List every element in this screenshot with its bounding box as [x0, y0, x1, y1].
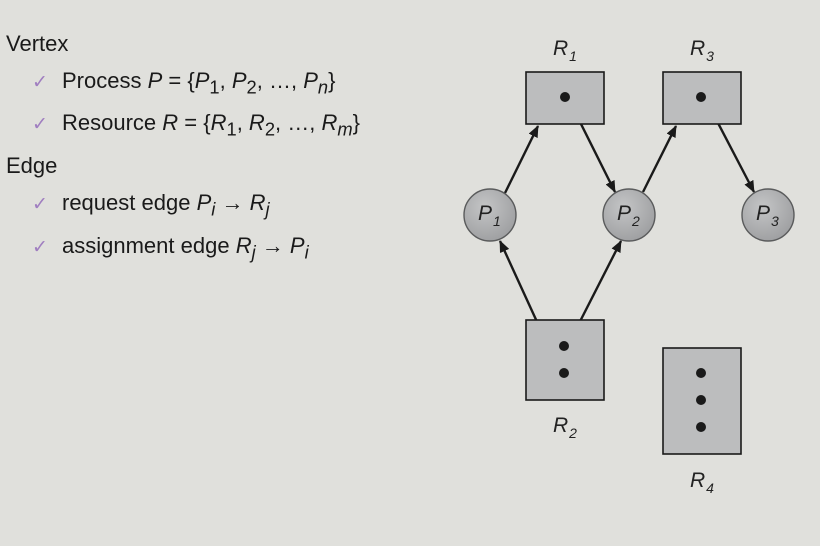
- resource-label-r4: R4: [690, 469, 714, 496]
- resource-r4: R4: [662, 347, 742, 496]
- process-circle-p2: [602, 188, 656, 242]
- resource-label-r3: R3: [690, 37, 714, 64]
- instance-dot-r4-3: [696, 422, 706, 432]
- resource-r1: R1: [525, 37, 605, 125]
- vertex-heading: Vertex: [6, 31, 69, 56]
- resource-r3: R3: [662, 37, 742, 125]
- process-p1: P1: [463, 188, 517, 242]
- resource-r2: R2: [525, 319, 605, 441]
- resource-definition: ✓Resource R = {R1, R2, …, Rm}: [6, 105, 360, 148]
- process-label-p1: P1: [478, 202, 501, 229]
- process-definition: ✓Process P = {P1, P2, …, Pn}: [6, 63, 360, 106]
- process-p3: P3: [741, 188, 795, 242]
- process-circle-p3: [741, 188, 795, 242]
- edge-heading: Edge: [6, 153, 58, 179]
- resource-label-r1: R1: [553, 37, 577, 64]
- check-icon: ✓: [32, 193, 48, 215]
- resource-box-r2: [525, 319, 605, 401]
- request-edge-p1-to-r1: [503, 125, 540, 194]
- check-icon: ✓: [32, 236, 48, 258]
- instance-dot-r3-1: [696, 92, 706, 102]
- resource-label-r2: R2: [553, 414, 577, 441]
- instance-dot-r4-1: [696, 368, 706, 378]
- process-circle-p1: [463, 188, 517, 242]
- instance-dot-r2-1: [559, 341, 569, 351]
- instance-dot-r1-1: [560, 92, 570, 102]
- request-edge-p2-to-r3: [641, 125, 678, 193]
- check-icon: ✓: [32, 71, 48, 93]
- assignment-edge-definition: ✓assignment edge Rj → Pi: [6, 228, 360, 271]
- instance-dot-r2-2: [559, 368, 569, 378]
- check-icon: ✓: [32, 114, 48, 136]
- definitions-panel: Vertex ✓Process P = {P1, P2, …, Pn} ✓Res…: [6, 26, 360, 271]
- request-edge-definition: ✓request edge Pi → Rj: [6, 185, 360, 228]
- process-label-p3: P3: [756, 202, 779, 229]
- process-label-p2: P2: [617, 202, 640, 229]
- instance-dot-r4-2: [696, 395, 706, 405]
- process-p2: P2: [602, 188, 656, 242]
